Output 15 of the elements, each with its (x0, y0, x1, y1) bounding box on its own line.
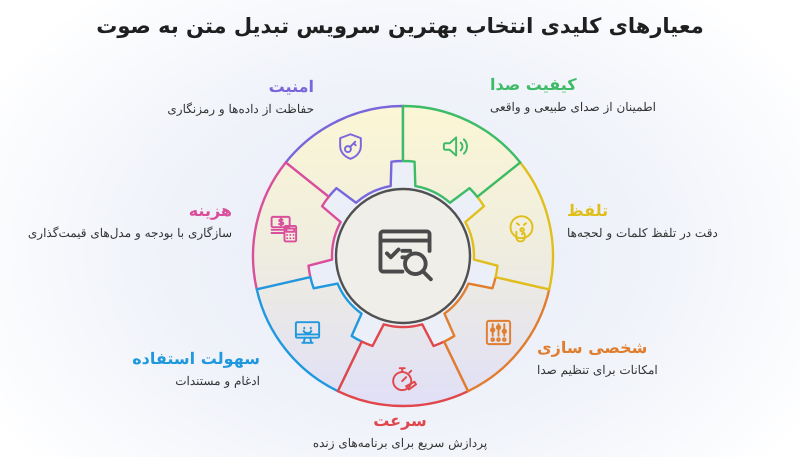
segment-description: پردازش سریع برای برنامه‌های زنده (312, 435, 488, 451)
segment-description: دقت در تلفظ کلمات و لحجه‌ها (567, 225, 718, 241)
segment-title: هزینه (188, 202, 232, 220)
segment-description: اطمینان از صدای طبیعی و واقعی (490, 99, 656, 115)
segment-title: کیفیت صدا (490, 76, 577, 94)
segment-title: تلفظ (567, 202, 608, 220)
title: معیارهای کلیدی انتخاب بهترین سرویس تبدیل متن به صوت (96, 13, 704, 40)
segment-title: امنیت (268, 78, 314, 96)
segment-description: ادغام و مستندات (175, 373, 260, 389)
segment-description: حفاظت از داده‌ها و رمزنگاری (167, 101, 314, 117)
segment-description: سازگاری با بودجه و مدل‌های قیمت‌گذاری (28, 225, 232, 241)
segment-title: شخصی سازی (537, 339, 648, 357)
segment-title: سهولت استفاده (132, 350, 260, 368)
segment-description: امکانات برای تنظیم صدا (537, 362, 658, 378)
segment-title: سرعت (373, 412, 427, 430)
